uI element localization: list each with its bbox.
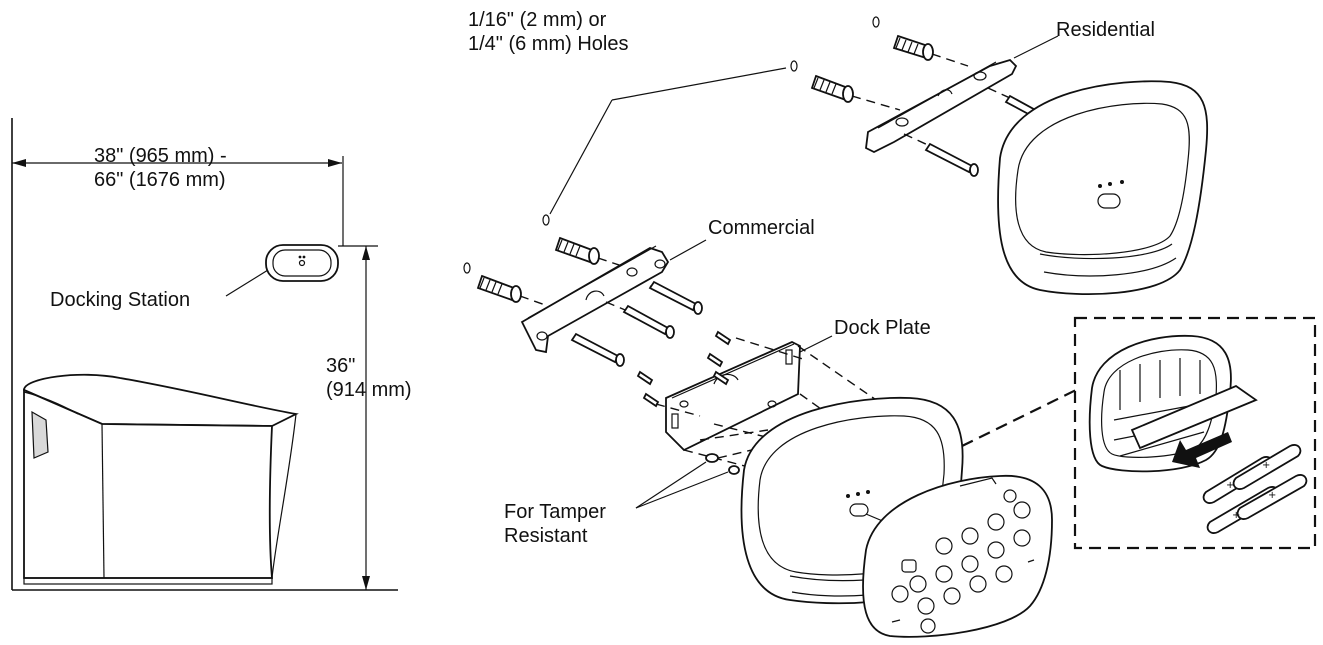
residential-bracket [810,34,1059,177]
width-range-label-line2: 66" (1676 mm) [94,169,226,191]
residential-label: Residential [1056,19,1155,41]
keypad-buttons [891,489,1035,634]
battery-detail: + + + + [961,316,1317,550]
dock-plate [636,330,883,471]
holes-label-line1: 1/16" (2 mm) or [468,9,607,31]
width-range-label-line1: 38" (965 mm) - [94,145,227,167]
commercial-label: Commercial [708,217,815,239]
toilet-side-view [23,373,299,585]
height-label-line1: 36" [326,355,356,377]
tamper-label-line1: For Tamper [504,501,606,523]
residential-dock-unit [997,80,1209,296]
elevation-view [11,118,398,591]
height-label-line2: (914 mm) [326,379,412,401]
svg-text:+: + [1262,460,1270,471]
docking-station-small [225,244,339,297]
remote-keypad [862,475,1053,638]
height-dimension [338,245,378,590]
tamper-label-line2: Resistant [504,525,588,547]
tamper-screws [635,447,761,509]
width-dimension [12,156,344,246]
dock-plate-label: Dock Plate [834,317,931,339]
hole-callout [463,16,880,274]
commercial-bracket [476,236,707,367]
detail-box [1073,316,1317,550]
aa-batteries: + + + + [1202,444,1308,534]
svg-text:+: + [1232,510,1240,521]
svg-text:+: + [1226,480,1234,491]
svg-text:+: + [1268,490,1276,501]
holes-label-line2: 1/4" (6 mm) Holes [468,33,629,55]
docking-station-label: Docking Station [50,289,191,311]
